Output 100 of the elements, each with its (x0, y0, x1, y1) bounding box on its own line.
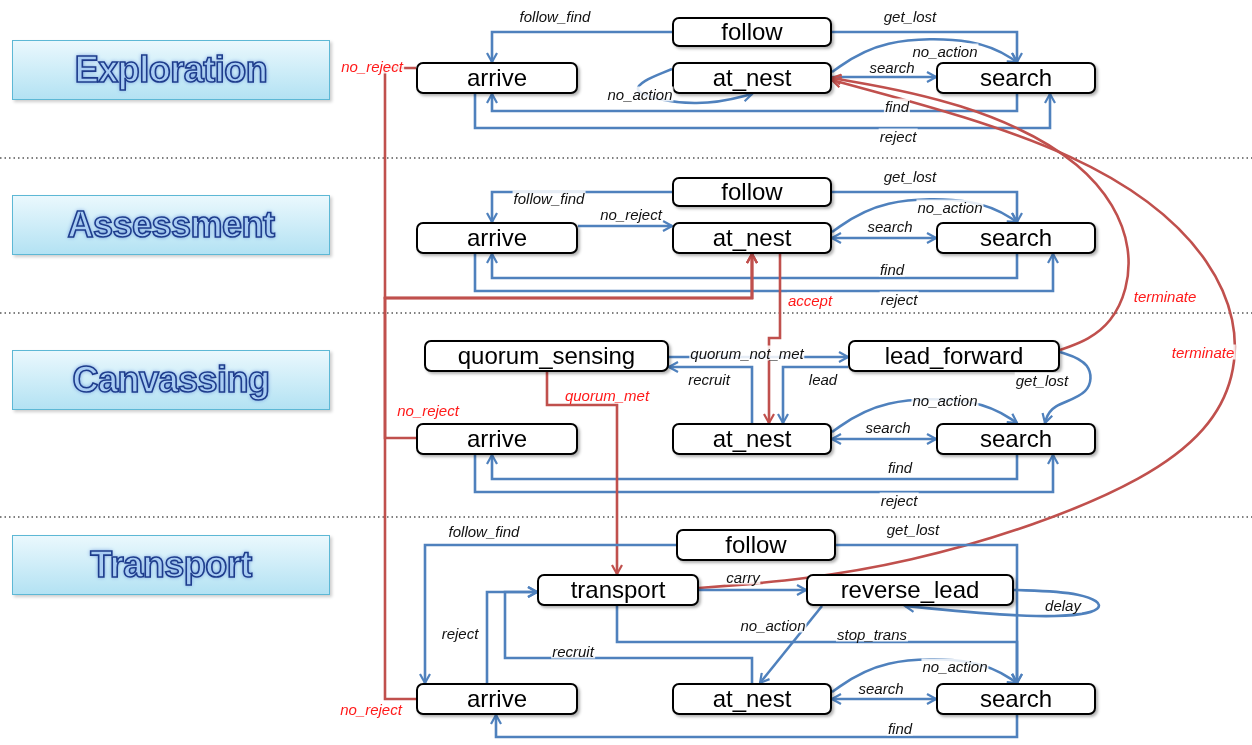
state-box (806, 574, 1014, 606)
edge-label: reject (440, 625, 480, 641)
state-name: search (979, 66, 1052, 90)
state-name: arrive (467, 66, 527, 90)
state-name: follow (725, 533, 787, 557)
state-name: at_nest (712, 427, 792, 451)
state-name: transport (570, 578, 666, 602)
state-name: at_nest (712, 687, 792, 711)
state-name: quorum_sensing (457, 344, 636, 368)
edge-label: follow_find (512, 190, 586, 206)
state-box (416, 62, 578, 94)
state-name: follow (721, 20, 783, 44)
state-box (416, 222, 578, 254)
phase-title: Canvassing (72, 359, 270, 401)
edge-label: get_lost (882, 168, 938, 184)
state-box (672, 683, 832, 715)
arrow (578, 219, 674, 233)
state-name: at_nest (712, 226, 792, 250)
arrow (545, 372, 624, 576)
edge-label: no_reject (396, 402, 460, 418)
edge-label: no_reject (339, 701, 403, 717)
state-box (936, 62, 1096, 94)
phase-title: Transport (90, 544, 252, 586)
edge-label: get_lost (882, 8, 938, 24)
edge-label: find (878, 261, 906, 277)
arrow (830, 231, 938, 245)
edge-label: search (857, 680, 905, 696)
edge-label: delay (1044, 597, 1082, 613)
edge-label: get_lost (885, 521, 941, 537)
edge-label: terminate (1132, 288, 1198, 304)
arrow (832, 70, 938, 84)
edge-label: no_action (739, 617, 807, 633)
edge-label: find (886, 459, 914, 475)
arrow (485, 92, 1019, 113)
arrow (776, 365, 848, 425)
state-name: at_nest (712, 66, 792, 90)
edge-label: no_reject (599, 206, 663, 222)
state-name: lead_forward (884, 344, 1024, 368)
state-name: arrive (467, 427, 527, 451)
state-box (672, 177, 832, 207)
edge-label: follow_find (518, 8, 592, 24)
edge-label: no_action (606, 86, 674, 102)
state-box (424, 340, 669, 372)
arrow (832, 30, 1024, 64)
state-box (672, 222, 832, 254)
state-box (416, 683, 578, 715)
edge-label: find (886, 720, 914, 736)
arrow (485, 30, 672, 64)
state-box (537, 574, 699, 606)
arrow (698, 76, 1237, 590)
arrow (473, 252, 1060, 293)
state-box (848, 340, 1060, 372)
edge-label: no_action (921, 658, 989, 674)
arrow (485, 252, 1019, 280)
arrow (485, 585, 539, 683)
edge-label: no_action (911, 43, 979, 59)
arrow (758, 605, 823, 685)
state-box (936, 423, 1096, 455)
arrow (699, 583, 808, 597)
state-name: search (979, 687, 1052, 711)
phase-banner (12, 195, 330, 255)
edge-label: terminate (1170, 344, 1236, 360)
edge-label: search (866, 218, 914, 234)
arrow (383, 252, 759, 701)
edge-label: search (864, 419, 912, 435)
edge-label: recruit (687, 371, 731, 387)
arrow (831, 37, 1019, 74)
edge-label: no_action (911, 392, 979, 408)
arrow (903, 588, 1100, 618)
edge-label: search (868, 59, 916, 75)
state-name: follow (721, 180, 783, 204)
phase-banner (12, 40, 330, 100)
edge-label: no_reject (340, 58, 404, 74)
phase-title: Exploration (74, 49, 268, 91)
state-name: search (979, 427, 1052, 451)
phase-banner (12, 535, 330, 595)
arrow (489, 713, 1019, 739)
phase-title: Assessment (67, 204, 275, 246)
state-box (936, 222, 1096, 254)
edge-label: reject (878, 128, 918, 144)
edge-label: lead (807, 371, 839, 387)
arrow (418, 543, 676, 685)
state-box (672, 17, 832, 47)
state-name: search (979, 226, 1052, 250)
arrow (830, 692, 938, 706)
state-box (416, 423, 578, 455)
state-name: reverse_lead (840, 578, 980, 602)
state-box (672, 62, 832, 94)
arrow (1041, 350, 1092, 425)
state-name: arrive (467, 226, 527, 250)
state-box (676, 529, 836, 561)
state-box (672, 423, 832, 455)
edge-label: recruit (551, 643, 595, 659)
edge-label: follow_find (447, 523, 521, 539)
edge-label: quorum_not_met (689, 345, 805, 361)
edge-label: find (883, 98, 911, 114)
arrow (832, 190, 1024, 224)
state-box (936, 683, 1096, 715)
edge-label: no_action (916, 199, 984, 215)
edge-label: reject (879, 492, 919, 508)
